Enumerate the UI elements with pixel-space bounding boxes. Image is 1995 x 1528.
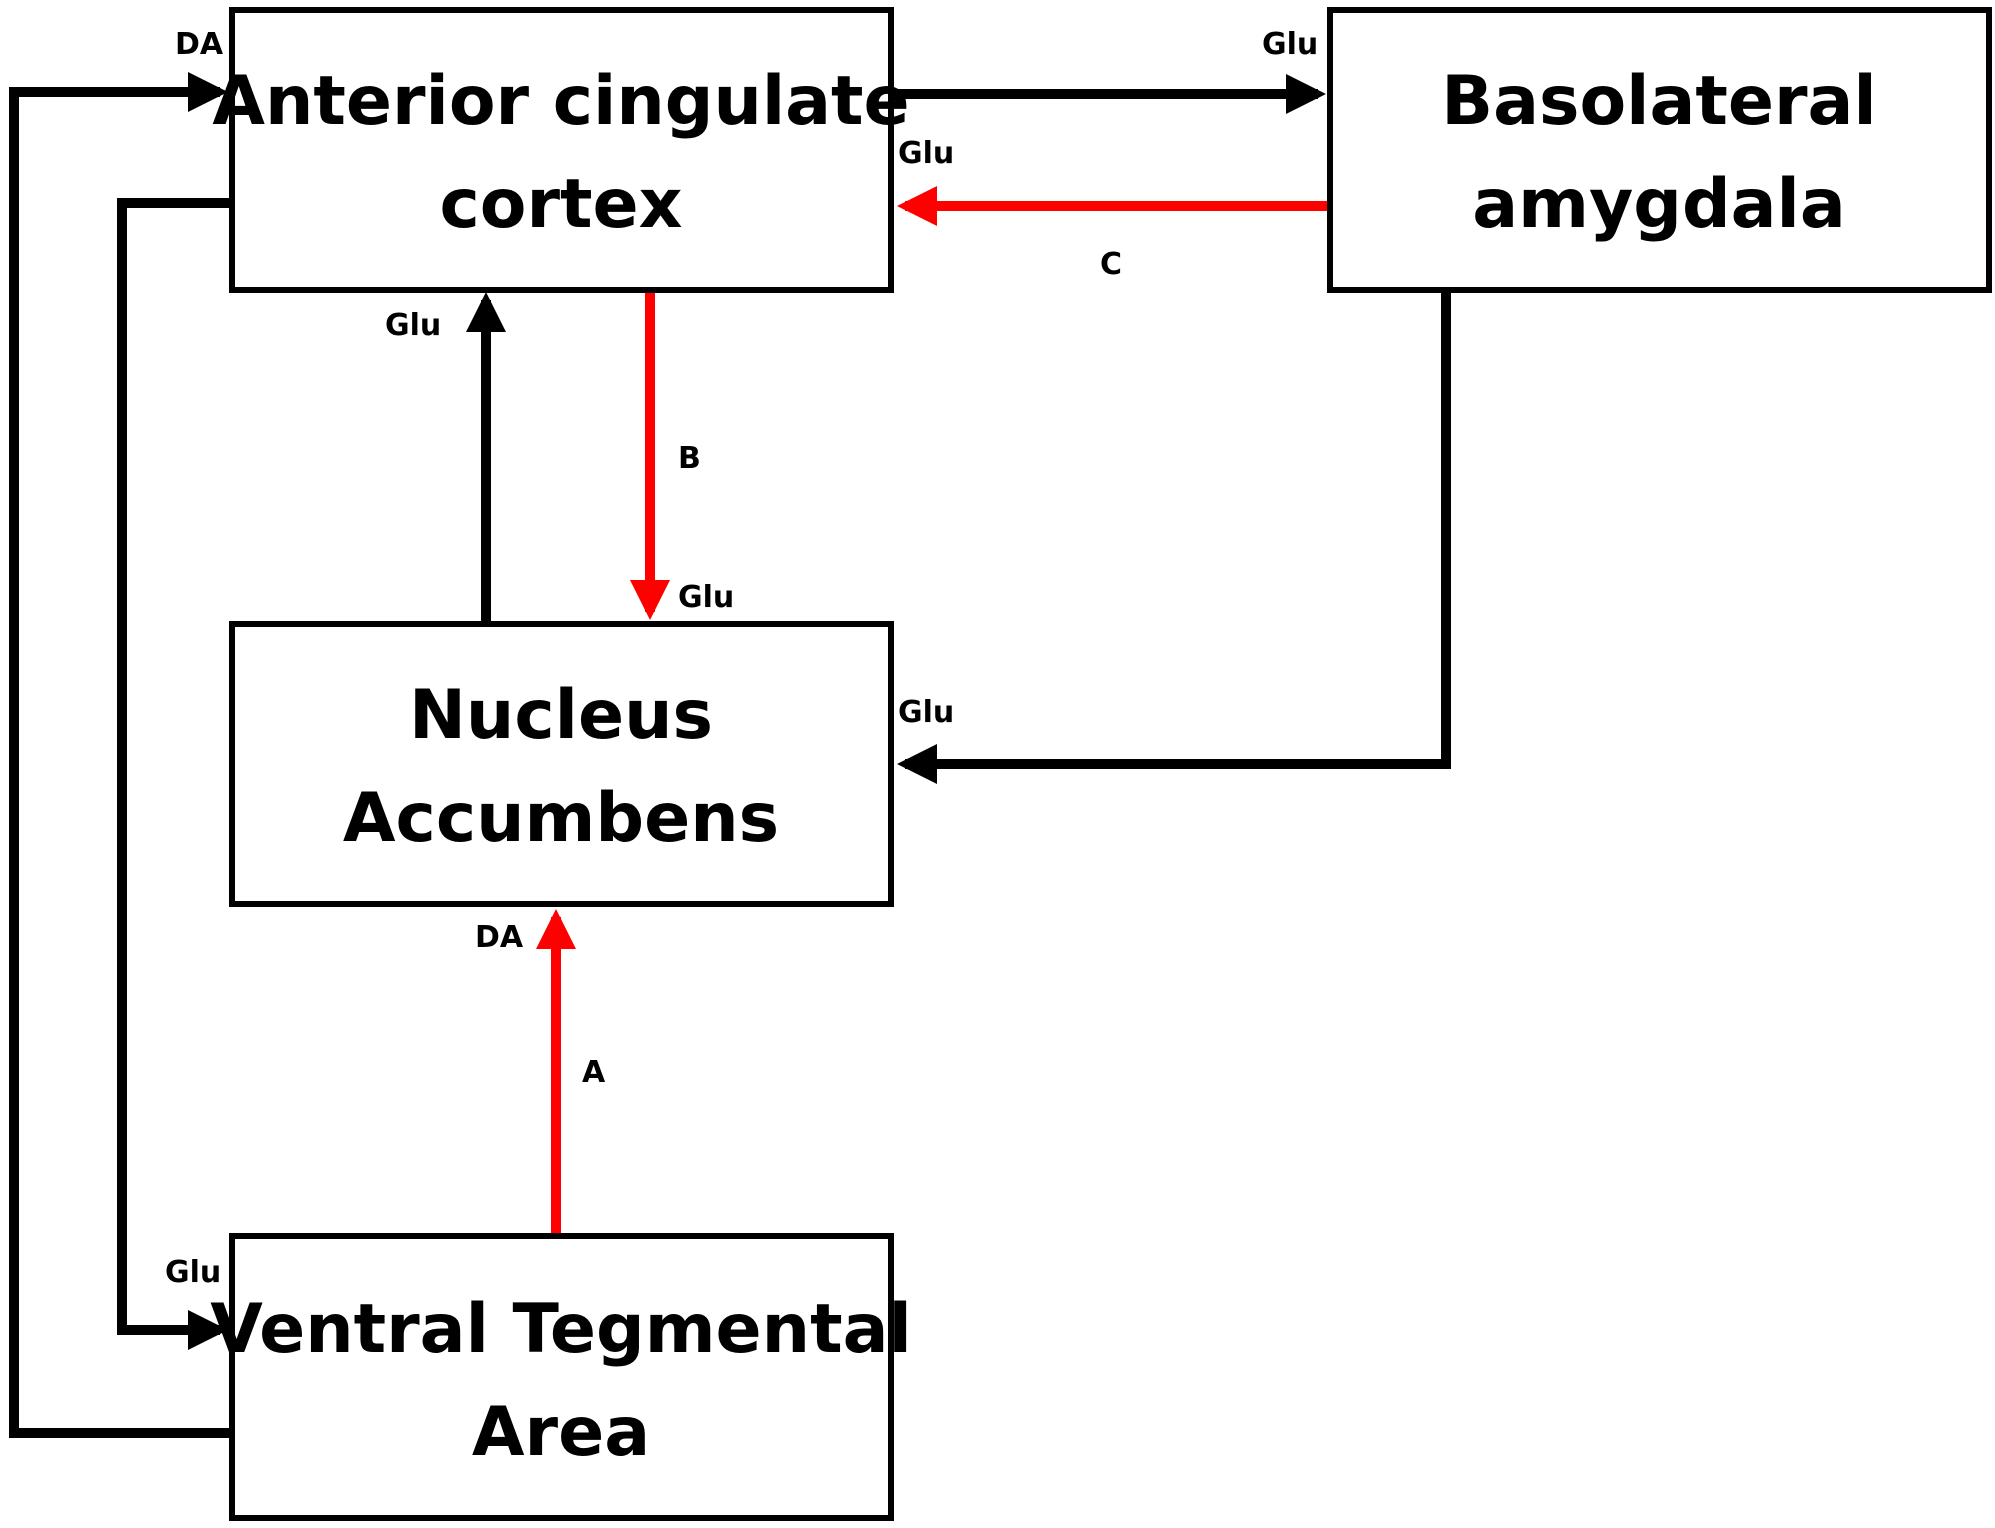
- path-letter-a: A: [582, 1055, 606, 1090]
- edge-vta-to-acc: [9, 72, 232, 1438]
- nac-label-line1: Nucleus: [409, 676, 713, 755]
- label-acc-to-nac: Glu: [678, 580, 734, 615]
- label-nac-to-acc: Glu: [385, 308, 441, 343]
- label-bla-to-nac: Glu: [898, 695, 954, 730]
- vta-label-line2: Area: [472, 1393, 650, 1472]
- path-letter-c: C: [1100, 247, 1122, 282]
- label-vta-to-acc: DA: [175, 27, 224, 62]
- box-nucleus-accumbens: Nucleus Accumbens: [229, 621, 894, 907]
- path-letter-b: B: [678, 441, 701, 476]
- box-anterior-cingulate-cortex: Anterior cingulate cortex: [212, 7, 910, 293]
- label-acc-to-vta: Glu: [165, 1255, 221, 1290]
- box-ventral-tegmental-area: Ventral Tegmental Area: [210, 1233, 912, 1521]
- label-acc-to-bla: Glu: [1262, 27, 1318, 62]
- vta-label-line1: Ventral Tegmental: [210, 1290, 912, 1369]
- nac-label-line2: Accumbens: [343, 779, 779, 858]
- edge-bla-to-nac: [897, 290, 1451, 784]
- label-bla-to-acc: Glu: [898, 136, 954, 171]
- box-basolateral-amygdala: Basolateral amygdala: [1327, 7, 1992, 293]
- bla-label-line2: amygdala: [1472, 165, 1846, 244]
- edge-acc-to-vta: [117, 198, 232, 1350]
- label-vta-to-nac: DA: [475, 920, 524, 955]
- acc-label-line1: Anterior cingulate: [212, 62, 909, 141]
- acc-label-line2: cortex: [439, 165, 682, 244]
- bla-label-line1: Basolateral: [1441, 62, 1876, 141]
